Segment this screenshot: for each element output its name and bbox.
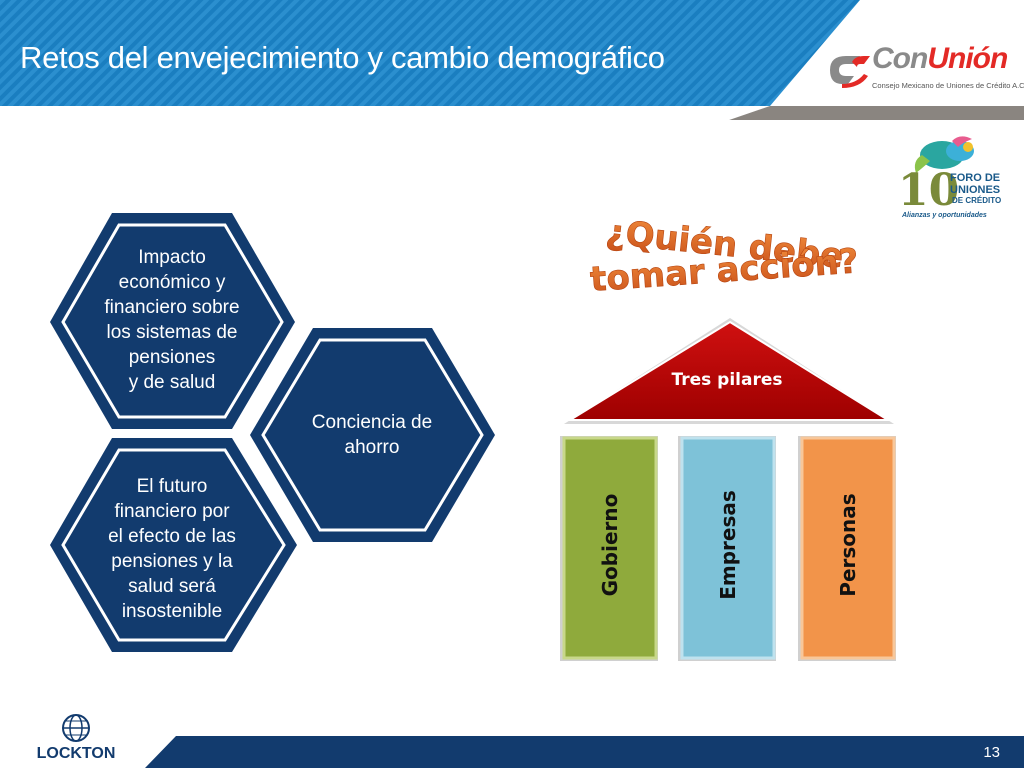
- page-number: 13: [983, 744, 1000, 761]
- hexagon-1-line: financiero sobre: [104, 297, 240, 318]
- hexagon-1-line: los sistemas de: [106, 322, 238, 343]
- conunion-logo: [830, 56, 870, 88]
- lockton-logo: LOCKTON: [37, 714, 116, 762]
- hexagon-1-line: pensiones: [128, 347, 216, 368]
- foro-logo: 10 FORO DE UNIONES DE CRÉDITO Alianzas y…: [898, 136, 1001, 219]
- pillar-personas: [798, 436, 896, 661]
- conunion-emblem-icon: [830, 56, 870, 88]
- hexagon-3-line: salud será: [128, 576, 216, 597]
- hexagon-1: [50, 213, 295, 429]
- hexagon-3-line: El futuro: [136, 476, 208, 497]
- conunion-wordmark: ConUnión: [872, 42, 1008, 76]
- hexagon-1-line: Impacto: [138, 247, 206, 268]
- conunion-name-union: Unión: [927, 42, 1008, 75]
- foro-line3: DE CRÉDITO: [952, 196, 1001, 205]
- slide-title: Retos del envejecimiento y cambio demogr…: [20, 40, 665, 75]
- pillars-diagram: [560, 318, 896, 661]
- roof-triangle: [566, 320, 892, 421]
- question-heading: ¿Quién debe tomar acción?: [589, 212, 861, 300]
- hexagon-3-line: pensiones y la: [111, 551, 233, 572]
- hexagon-3-line: financiero por: [114, 501, 230, 522]
- hexagon-2-line: ahorro: [344, 437, 400, 458]
- hexagon-1-text: Impacto económico y financiero sobre los…: [82, 245, 262, 395]
- pillar-empresas: [678, 436, 776, 661]
- colorful-bird-icon: [914, 136, 974, 173]
- hexagon-3: [50, 438, 297, 652]
- hexagon-2-line: Conciencia de: [311, 412, 433, 433]
- pillar-label-personas: Personas: [836, 493, 860, 597]
- lockton-wordmark: LOCKTON: [37, 745, 116, 762]
- hexagon-2-text: Conciencia de ahorro: [282, 410, 462, 460]
- foro-number: 10: [898, 165, 959, 216]
- globe-icon: [62, 714, 90, 742]
- hexagon-3-line: el efecto de las: [108, 526, 236, 547]
- hexagon-diagram: [50, 213, 495, 652]
- foro-line1: FORO DE: [950, 172, 1000, 184]
- footer-band: [145, 736, 1024, 768]
- pillar-gobierno: [560, 436, 658, 661]
- conunion-name-con: Con: [872, 42, 928, 75]
- hexagon-3-line: insostenible: [121, 601, 223, 622]
- roof-label: Tres pilares: [671, 370, 783, 390]
- header-band: [0, 0, 1024, 120]
- foro-line2: UNIONES: [950, 184, 1000, 196]
- conunion-subtitle: Consejo Mexicano de Uniones de Crédito A…: [872, 81, 1024, 90]
- pillar-label-gobierno: Gobierno: [598, 493, 622, 597]
- hexagon-1-line: económico y: [118, 272, 226, 293]
- hexagon-3-text: El futuro financiero por el efecto de la…: [82, 474, 262, 624]
- hexagon-2: [250, 328, 495, 542]
- foro-tagline: Alianzas y oportunidades: [901, 212, 987, 219]
- pillar-label-empresas: Empresas: [716, 490, 740, 600]
- hexagon-1-line: y de salud: [128, 372, 216, 393]
